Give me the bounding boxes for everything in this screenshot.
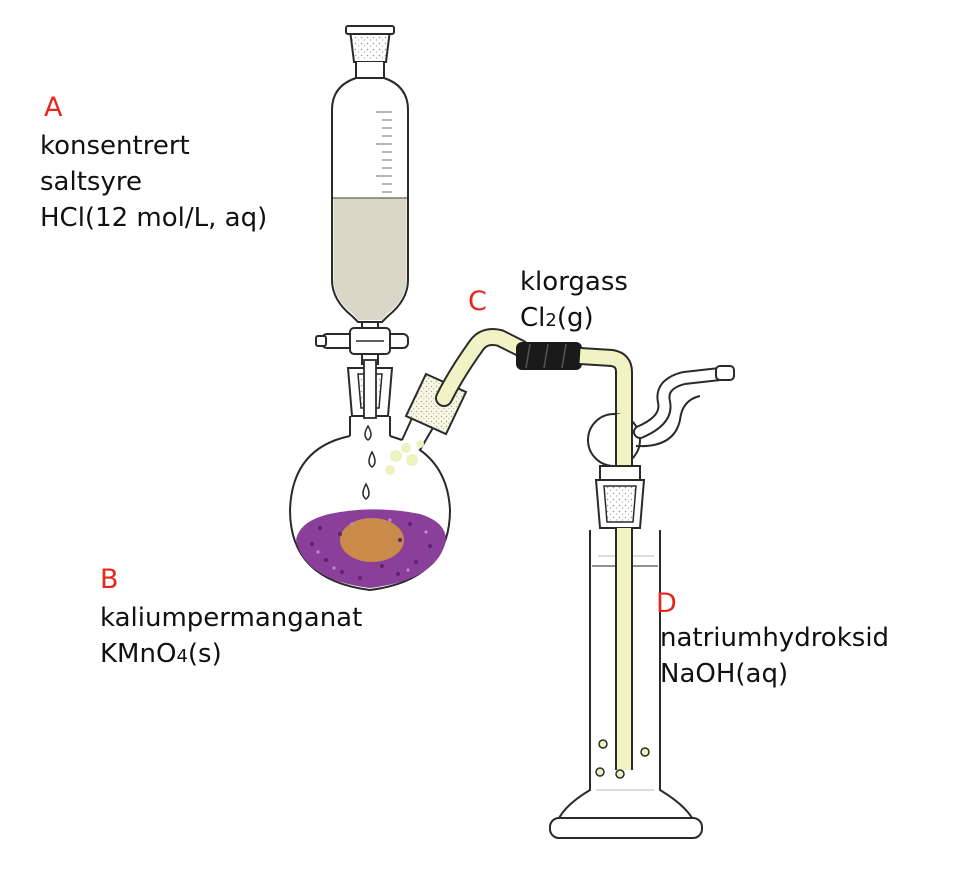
label-c-formula-pre: Cl xyxy=(520,303,546,333)
label-letter-d: D xyxy=(656,588,677,619)
label-b-formula-post: (s) xyxy=(187,639,222,669)
label-d-text: natriumhydroksid NaOH(aq) xyxy=(660,620,889,692)
label-letter-a: A xyxy=(44,92,63,123)
label-a-text: konsentrert saltsyre HCl(12 mol/L, aq) xyxy=(40,128,267,236)
label-letter-b: B xyxy=(100,564,119,595)
label-a-line-1: konsentrert xyxy=(40,131,190,161)
gas-wisps xyxy=(385,440,424,475)
label-b-formula: KMnO4(s) xyxy=(100,636,362,675)
stopcock-icon xyxy=(315,327,409,355)
label-d-line-2: NaOH(aq) xyxy=(660,659,789,689)
label-b-line-1: kaliumpermanganat xyxy=(100,603,363,633)
dropping-funnel-icon xyxy=(315,25,409,419)
gas-bubbles xyxy=(595,739,650,779)
graduation-marks xyxy=(376,111,392,193)
label-c-line-1: klorgass xyxy=(520,267,628,297)
label-a-line-2: saltsyre xyxy=(40,167,142,197)
label-b-formula-sub: 4 xyxy=(176,646,188,667)
rubber-tubing xyxy=(516,342,582,370)
label-c-formula-sub: 2 xyxy=(545,310,557,331)
label-d-line-1: natriumhydroksid xyxy=(660,623,890,653)
label-c-formula-post: (g) xyxy=(556,303,594,333)
label-b-formula-pre: KMnO xyxy=(100,639,177,669)
label-c-formula: Cl2(g) xyxy=(520,300,628,339)
label-b-text: kaliumpermanganat KMnO4(s) xyxy=(100,600,362,675)
gas-washing-bottle-icon xyxy=(549,365,735,839)
kmno4-solid xyxy=(296,509,446,588)
label-letter-c: C xyxy=(468,286,487,317)
hcl-liquid xyxy=(333,198,407,320)
label-a-line-3: HCl(12 mol/L, aq) xyxy=(40,203,268,233)
label-c-text: klorgass Cl2(g) xyxy=(520,264,628,339)
hcl-drops xyxy=(362,424,376,500)
gas-tube xyxy=(435,328,633,770)
